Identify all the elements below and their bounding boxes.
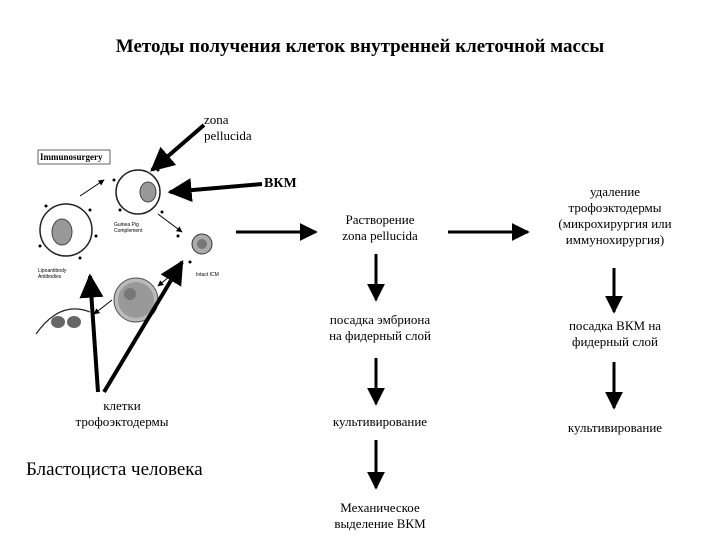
page-title: Методы получения клеток внутренней клето… — [115, 36, 605, 57]
blastocyst-cell-4 — [113, 277, 159, 323]
figure-icm-label: Intact ICM — [196, 272, 219, 278]
blastocyst-label: Бластоциста человека — [26, 459, 203, 480]
blastocyst-cell-2 — [112, 168, 164, 215]
figure-immunosurgery-label: Immunosurgery — [40, 152, 103, 162]
arrow-zona-pellucida — [150, 123, 206, 172]
method-1-step-2: посадка эмбриона на фидерный слой — [329, 312, 431, 343]
blastocyst-cell-5 — [35, 308, 91, 335]
method-1-step-4: Механическое выделение ВКМ — [334, 500, 426, 531]
arrow-trophectoderm-2 — [102, 259, 184, 394]
arrow-trophectoderm-1 — [79, 273, 104, 393]
vkm-label: ВКМ — [264, 176, 297, 191]
trophectoderm-cells-label: клетки трофоэктодермы — [75, 398, 169, 429]
method-1-step-3: культивирование — [332, 414, 428, 429]
immunosurgery-box — [37, 149, 111, 165]
blastocyst-cell-1 — [38, 203, 98, 260]
method-2-step-3: культивирование — [567, 420, 663, 435]
figure-antibodies-label: Lipoantibody Antibodies — [38, 268, 67, 280]
method-1-step-1: Растворение zona pellucida — [342, 212, 418, 243]
blastocyst-cell-3 — [176, 233, 213, 264]
arrow-vkm — [167, 178, 263, 203]
method-2-step-1: удаление трофоэктодермы (микрохирургия и… — [558, 184, 672, 247]
method-2-step-2: посадка ВКМ на фидерный слой — [568, 318, 662, 349]
blastocyst-illustration — [35, 149, 213, 335]
figure-complement-label: Guinea Pig Complement — [114, 222, 143, 234]
zona-pellucida-label: zona pellucida — [204, 112, 252, 143]
